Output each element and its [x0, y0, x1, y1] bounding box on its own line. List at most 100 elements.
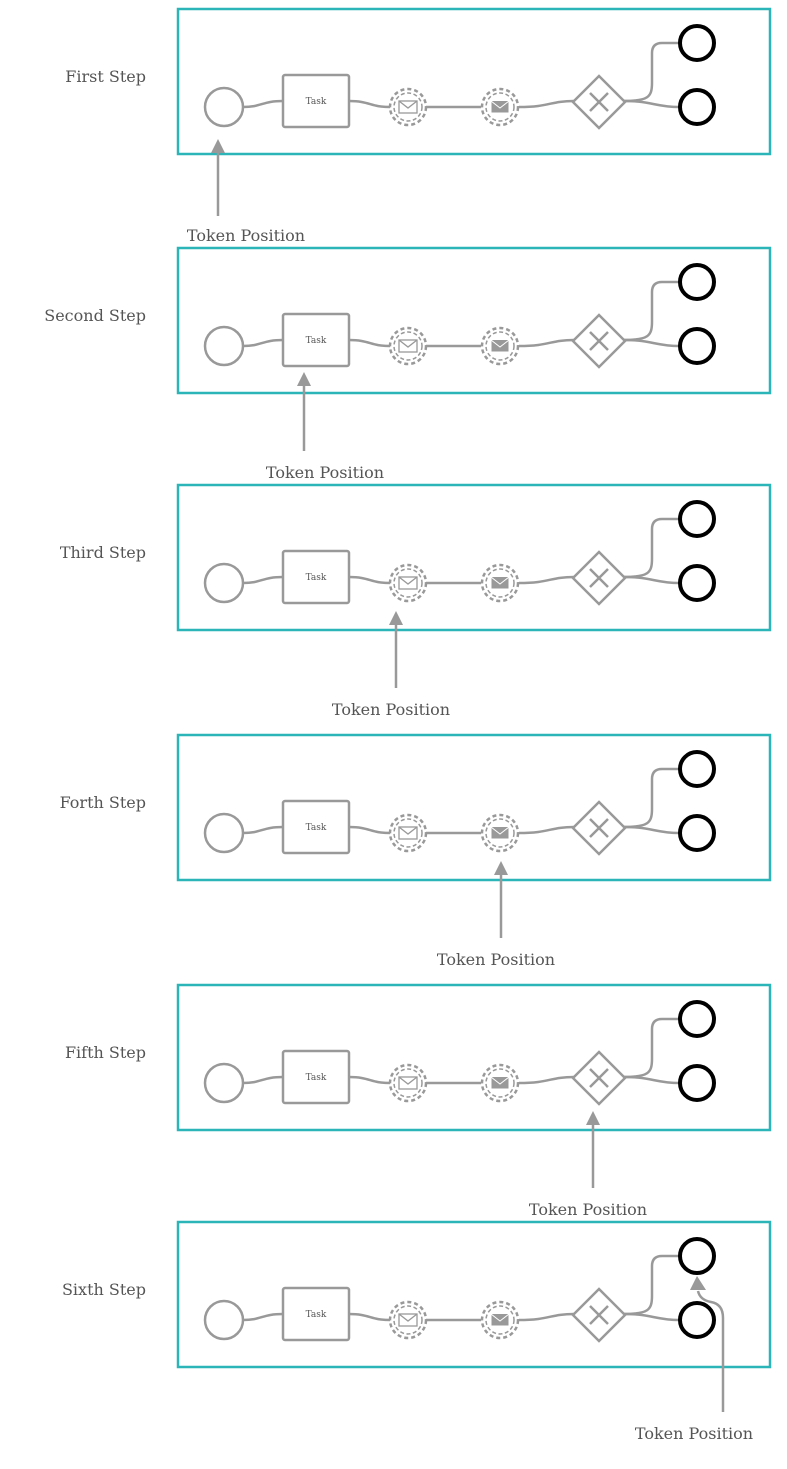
token-position-label: Token Position [266, 463, 384, 482]
token-pointer: Token Position [266, 372, 384, 482]
end-event-icon [678, 500, 716, 538]
token-pointer: Token Position [332, 611, 450, 719]
message-catch-event-icon [388, 1300, 428, 1340]
sequence-flow [242, 575, 284, 585]
start-event-icon [203, 1062, 245, 1104]
exclusive-gateway-icon [571, 74, 627, 130]
token-arrowhead-icon [494, 861, 508, 875]
token-position-label: Token Position [635, 1424, 753, 1443]
end-event-icon [678, 88, 716, 126]
sequence-flow [623, 1017, 679, 1079]
sequence-flow [623, 99, 680, 109]
message-throw-event-icon [480, 563, 520, 603]
end-event-icon [678, 24, 716, 62]
step-frame [176, 983, 772, 1132]
sequence-flow [518, 99, 575, 109]
sequence-flow [348, 338, 391, 348]
sequence-flow [623, 41, 679, 103]
sequence-flow [242, 338, 284, 348]
task-box [281, 799, 351, 855]
end-event-icon [678, 1301, 716, 1339]
end-event-icon [678, 1064, 716, 1102]
sequence-flow [623, 767, 679, 829]
token-position-label: Token Position [332, 700, 450, 719]
message-throw-event-icon [480, 1063, 520, 1103]
step-label: Second Step [44, 306, 146, 325]
step-frame [176, 246, 772, 395]
sequence-flow [348, 575, 391, 585]
message-catch-event-icon [388, 813, 428, 853]
message-catch-event-icon [388, 326, 428, 366]
sequence-flow [518, 1312, 575, 1322]
task-box [281, 1286, 351, 1342]
token-pointer: Token Position [635, 1276, 753, 1443]
step-frame [176, 7, 772, 156]
start-event-icon [203, 812, 245, 854]
task-box [281, 1049, 351, 1105]
task-label: Task [306, 336, 327, 346]
sequence-flow [242, 1312, 284, 1322]
message-catch-event-icon [388, 563, 428, 603]
sequence-flow [623, 338, 680, 348]
task-label: Task [306, 1073, 327, 1083]
task-box [281, 549, 351, 605]
sequence-flow [348, 825, 391, 835]
task-label: Task [306, 573, 327, 583]
step-frame [176, 483, 772, 632]
end-event-icon [678, 327, 716, 365]
end-event-icon [678, 564, 716, 602]
start-event-icon [203, 562, 245, 604]
token-pointer: Token Position [187, 139, 305, 245]
sequence-flow [242, 1075, 284, 1085]
sequence-flow [242, 99, 284, 109]
sequence-flow [518, 825, 575, 835]
token-position-label: Token Position [187, 226, 305, 245]
sequence-flow [623, 1075, 680, 1085]
end-event-icon [678, 263, 716, 301]
token-arrowhead-icon [389, 611, 403, 625]
message-catch-event-icon [388, 1063, 428, 1103]
message-throw-event-icon [480, 813, 520, 853]
message-throw-event-icon [480, 87, 520, 127]
message-throw-event-icon [480, 1300, 520, 1340]
message-catch-event-icon [388, 87, 428, 127]
task-box [281, 312, 351, 368]
end-event-icon [678, 1237, 716, 1275]
task-box [281, 73, 351, 129]
token-arrowhead-icon [586, 1111, 600, 1125]
start-event-icon [203, 325, 245, 367]
exclusive-gateway-icon [571, 800, 627, 856]
step-label: Sixth Step [62, 1280, 146, 1299]
task-label: Task [306, 823, 327, 833]
token-pointer: Token Position [437, 861, 555, 969]
token-arrowhead-icon [211, 139, 225, 153]
token-pointer: Token Position [529, 1111, 647, 1219]
task-label: Task [306, 97, 327, 107]
end-event-icon [678, 814, 716, 852]
sequence-flow [518, 1075, 575, 1085]
sequence-flow [518, 338, 575, 348]
end-event-icon [678, 1000, 716, 1038]
step-label: Third Step [60, 543, 146, 562]
token-position-label: Token Position [529, 1200, 647, 1219]
step-label: Fifth Step [65, 1043, 146, 1062]
step-frame [176, 733, 772, 882]
exclusive-gateway-icon [571, 1050, 627, 1106]
end-event-icon [678, 750, 716, 788]
token-position-label: Token Position [437, 950, 555, 969]
exclusive-gateway-icon [571, 1287, 627, 1343]
sequence-flow [348, 1075, 391, 1085]
sequence-flow [348, 1312, 391, 1322]
token-arrowhead-icon [690, 1276, 706, 1290]
sequence-flow [348, 99, 391, 109]
step-frame [176, 1220, 772, 1369]
exclusive-gateway-icon [571, 313, 627, 369]
sequence-flow [623, 280, 679, 342]
token-arrowhead-icon [297, 372, 311, 386]
